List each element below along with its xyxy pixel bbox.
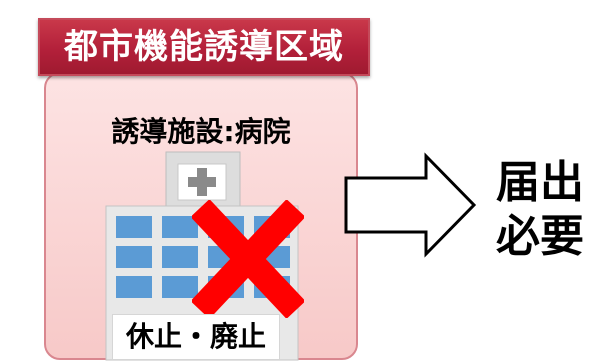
facility-label: 誘導施設:病院 [111,115,291,148]
right-arrow-icon [344,152,477,258]
result-line-2: 必要 [496,211,584,262]
notification-required-text: 届出 必要 [496,156,584,264]
cross-icon [192,200,304,318]
status-label: 休止・廃止 [112,314,280,360]
result-line-1: 届出 [496,157,584,208]
zone-title: 都市機能誘導区域 [38,18,370,76]
